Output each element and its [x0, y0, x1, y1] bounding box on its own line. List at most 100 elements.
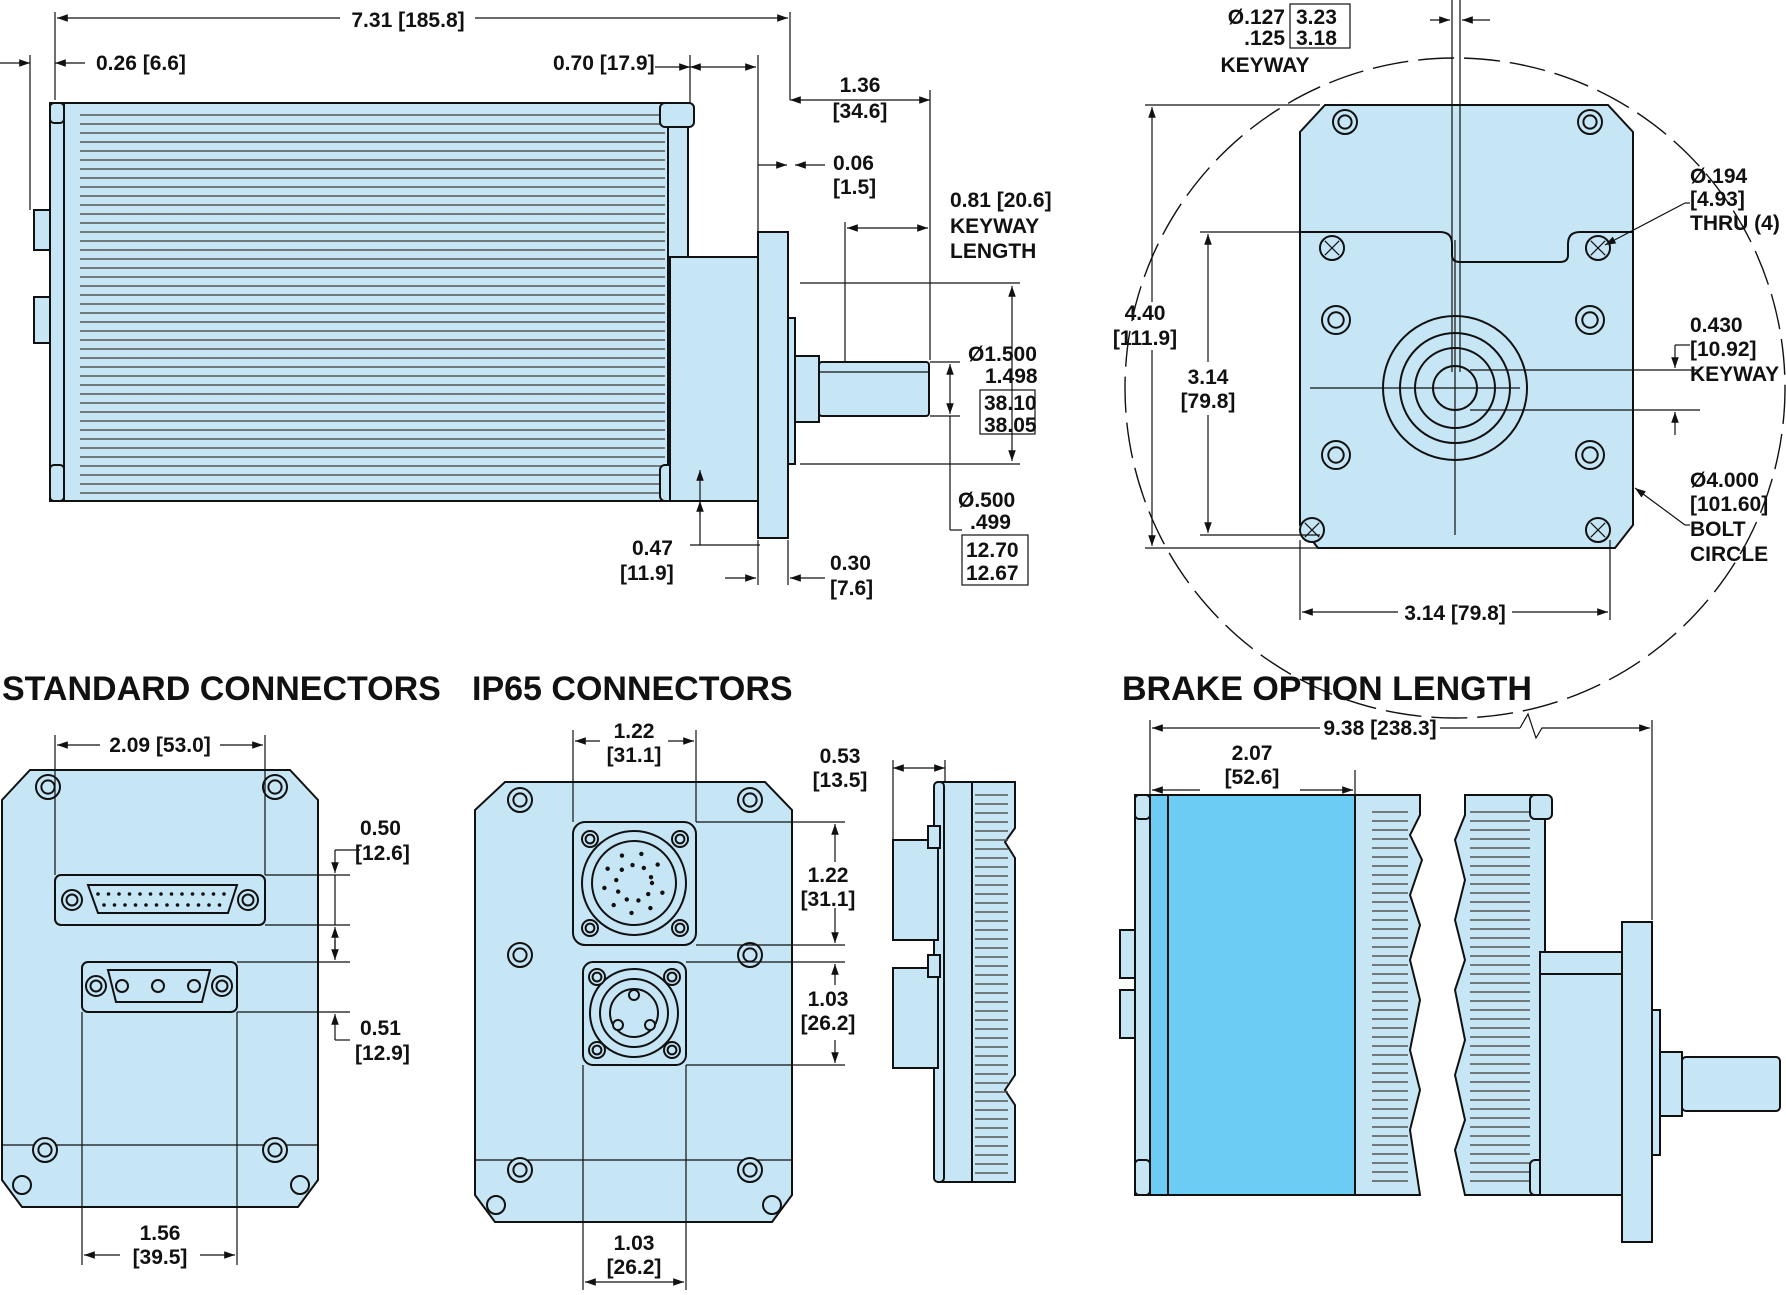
std-top-offset-label: 0.50 [360, 817, 401, 840]
brake-length-metric: [52.6] [1225, 766, 1280, 789]
mounting-hole [12, 1175, 32, 1195]
connector-pin [190, 892, 195, 896]
screw-socket [666, 971, 678, 983]
screw-socket [241, 893, 255, 907]
flange-thickness-metric: [7.6] [830, 577, 873, 600]
screw-socket [89, 979, 103, 993]
keyway-length-word2: LENGTH [950, 240, 1036, 263]
bolt-circle-word2: CIRCLE [1690, 543, 1768, 566]
ip65-width-bottom-metric: [26.2] [607, 1256, 662, 1279]
connector-pin [123, 903, 127, 907]
pilot-dia-metric-min: 38.05 [984, 414, 1037, 437]
screw-socket [742, 792, 758, 808]
bolt-circle-word: BOLT [1690, 518, 1746, 541]
ip65-height-bottom-metric: [26.2] [801, 1012, 856, 1035]
pilot-depth-metric: [1.5] [833, 176, 876, 199]
connector-pin [619, 853, 625, 858]
keyway-depth-word: KEYWAY [1690, 363, 1779, 386]
keyway-width-min: .125 [1244, 27, 1285, 50]
connector-pin [629, 910, 634, 916]
brake-overall-length-label: 9.38 [238.3] [1323, 717, 1436, 740]
shaft-dia-metric-min: 12.67 [966, 562, 1019, 585]
connector-pin [648, 905, 653, 911]
connector-pin [112, 903, 117, 907]
ip65-connectors-view: 1.22 [31.1] 1.22 [31.1] 1.03 [26.2] 1.03… [474, 718, 1016, 1290]
ip65-width-bottom-label: 1.03 [614, 1232, 655, 1255]
thru-hole-label: Ø.194 [1690, 165, 1748, 188]
std-bottom-width-label: 1.56 [140, 1222, 181, 1245]
keyway-width-metric-max: 3.23 [1296, 6, 1337, 29]
connector-pin [614, 877, 619, 883]
shaft-dia-min: .499 [970, 511, 1011, 534]
brake-length-label: 2.07 [1232, 742, 1273, 765]
connector-pin [636, 898, 641, 903]
ip65-protrusion-metric: [13.5] [813, 769, 868, 792]
screw-socket [512, 792, 528, 808]
pilot-dia-metric-max: 38.10 [984, 392, 1037, 415]
hole-cross [1590, 522, 1606, 538]
shaft-dia-metric-max: 12.70 [966, 539, 1019, 562]
screw-socket [584, 833, 596, 845]
std-mid-offset-metric: [12.9] [355, 1042, 410, 1065]
pilot-dia-label: Ø1.500 [968, 343, 1037, 366]
connector-pin [169, 892, 174, 896]
standard-connectors-title: STANDARD CONNECTORS [2, 670, 441, 708]
screw-socket [674, 833, 686, 845]
connector-pin [605, 866, 610, 871]
std-bottom-width-metric: [39.5] [133, 1246, 188, 1269]
ip65-width-top-label: 1.22 [614, 720, 655, 743]
connector-pin [180, 892, 184, 896]
connector-pin [619, 867, 625, 872]
screw-socket [512, 947, 528, 963]
connector-pin [159, 892, 163, 896]
std-width-label: 2.09 [53.0] [109, 734, 211, 757]
connector-pin [648, 874, 654, 880]
connector-pin [196, 903, 201, 907]
screw-socket [742, 1162, 758, 1178]
height-label: 4.40 [1125, 302, 1166, 325]
connector-pin [655, 862, 660, 867]
keyway-depth-metric: [10.92] [1690, 338, 1757, 361]
ip65-protrusion-label: 0.53 [820, 745, 861, 768]
connector-pin [138, 892, 142, 896]
keyway-width-label: Ø.127 [1228, 6, 1285, 29]
connector-pin [222, 892, 226, 896]
connector-pin [201, 892, 205, 896]
pilot-dia-min: 1.498 [985, 365, 1038, 388]
connector-pin [630, 862, 635, 868]
connector-pin [102, 903, 106, 907]
screw-socket [584, 922, 596, 934]
connector-pin [154, 903, 159, 907]
keyway-length-word: KEYWAY [950, 215, 1039, 238]
shaft-dia-label: Ø.500 [958, 489, 1015, 512]
motor-housing [63, 102, 689, 502]
brake-option-view: 9.38 [238.3] 2.07 [52.6] [1119, 712, 1781, 1243]
screw-socket [215, 979, 229, 993]
offset-metric: [11.9] [620, 562, 674, 585]
connector-pin [602, 885, 607, 891]
standard-connectors-view: 2.09 [53.0] 0.50 [12.6] 0.51 [12.9] 1.56… [0, 734, 410, 1272]
flange-thickness-label: 0.30 [830, 552, 871, 575]
screw-socket [1327, 311, 1345, 329]
keyway-word: KEYWAY [1220, 54, 1309, 77]
ip65-connectors-title: IP65 CONNECTORS [472, 670, 793, 708]
ip65-height-top-metric: [31.1] [801, 888, 856, 911]
hole-spacing-v-metric: [79.8] [1181, 390, 1236, 413]
screw-socket [1581, 311, 1599, 329]
offset-label: 0.47 [632, 537, 673, 560]
brake-option-title: BRAKE OPTION LENGTH [1122, 670, 1532, 708]
thru-hole-metric: [4.93] [1690, 188, 1745, 211]
connector-pin [641, 865, 647, 871]
overall-length-label: 7.31 [185.8] [351, 9, 464, 32]
connector-pin [106, 892, 111, 896]
screw-socket [742, 947, 758, 963]
connector-pin [165, 903, 169, 907]
screw-socket [65, 893, 79, 907]
screw-socket [267, 779, 283, 795]
screw-socket [512, 1162, 528, 1178]
bolt-circle-metric: [101.60] [1690, 493, 1768, 516]
end-cap-label: 0.26 [6.6] [96, 52, 186, 75]
connector-pin [624, 897, 629, 902]
hole-spacing-h-label: 3.14 [79.8] [1404, 602, 1506, 625]
screw-socket [267, 1142, 283, 1158]
